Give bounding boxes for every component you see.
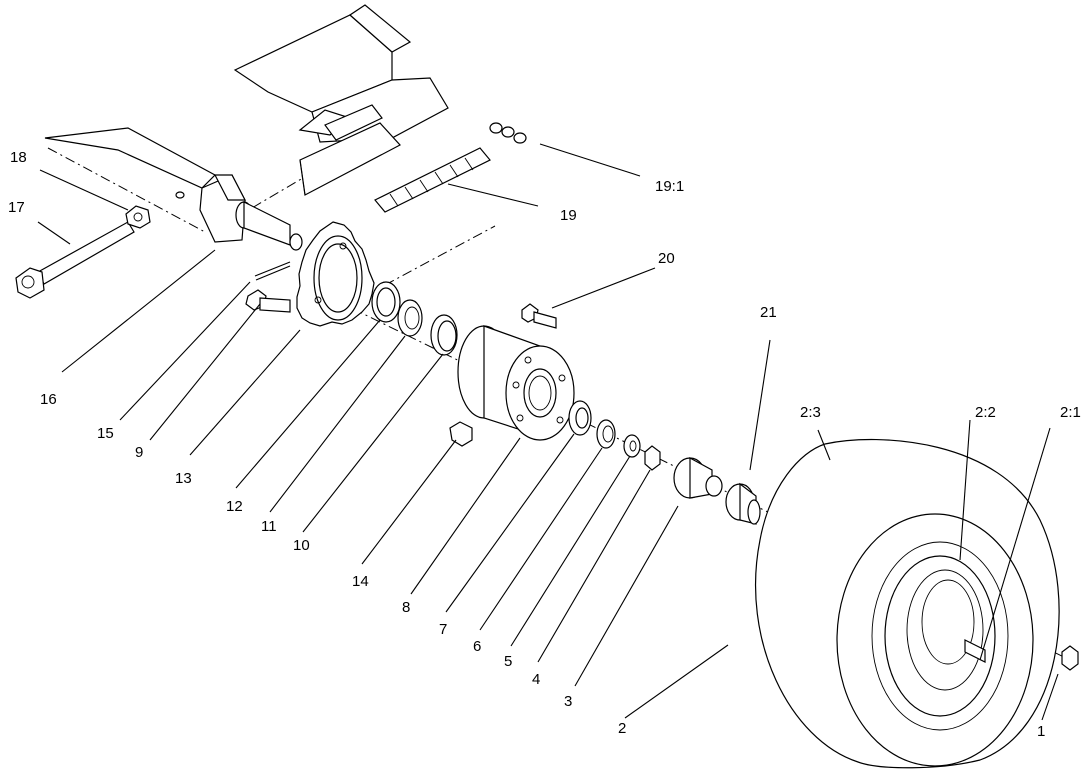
callout-7: 7 xyxy=(439,621,447,638)
callout-5: 5 xyxy=(504,653,512,670)
callout-14: 14 xyxy=(352,573,369,590)
callout-11: 11 xyxy=(261,518,277,535)
hub-bolt xyxy=(521,303,557,329)
bolt xyxy=(15,221,135,299)
hub-nut xyxy=(449,421,473,447)
callout-2-3: 2:3 xyxy=(800,404,821,421)
callout-8: 8 xyxy=(402,599,410,616)
leader-lines xyxy=(37,143,1059,721)
tire xyxy=(755,438,1060,769)
inner-bearing xyxy=(596,419,616,449)
chain-link xyxy=(489,122,527,144)
callout-15: 15 xyxy=(97,425,114,442)
callout-2-2: 2:2 xyxy=(975,404,996,421)
hub xyxy=(457,325,575,441)
bearing-cone xyxy=(397,299,423,337)
axle-arm xyxy=(44,127,303,251)
callout-2: 2 xyxy=(618,720,626,737)
nut xyxy=(125,205,151,229)
seal xyxy=(568,400,592,436)
callout-19-1: 19:1 xyxy=(655,178,684,195)
callout-20: 20 xyxy=(658,250,675,267)
callout-17: 17 xyxy=(8,199,25,216)
sprocket-bolt xyxy=(245,289,291,313)
hub-cap xyxy=(725,482,761,525)
bearing-race xyxy=(371,281,401,323)
callout-9: 9 xyxy=(135,444,143,461)
washer xyxy=(623,434,641,458)
callout-18: 18 xyxy=(10,149,27,166)
castle-nut xyxy=(644,445,661,471)
callout-1: 1 xyxy=(1037,723,1045,740)
callout-19: 19 xyxy=(560,207,577,224)
sprocket xyxy=(296,221,375,327)
spacer xyxy=(673,456,723,499)
callout-13: 13 xyxy=(175,470,192,487)
chain xyxy=(374,147,491,213)
callout-2-1: 2:1 xyxy=(1060,404,1081,421)
callout-12: 12 xyxy=(226,498,243,515)
callout-16: 16 xyxy=(40,391,57,408)
callouts: 1 2 2:1 2:2 2:3 3 4 5 6 7 8 9 10 11 12 1… xyxy=(8,149,1081,740)
callout-3: 3 xyxy=(564,693,572,710)
wheel-nut xyxy=(1061,645,1079,671)
callout-10: 10 xyxy=(293,537,310,554)
callout-6: 6 xyxy=(473,638,481,655)
callout-4: 4 xyxy=(532,671,540,688)
frame-upper xyxy=(233,4,449,196)
callout-21: 21 xyxy=(760,304,777,321)
cotter-pin xyxy=(254,261,291,281)
bearing-cup xyxy=(430,314,458,356)
